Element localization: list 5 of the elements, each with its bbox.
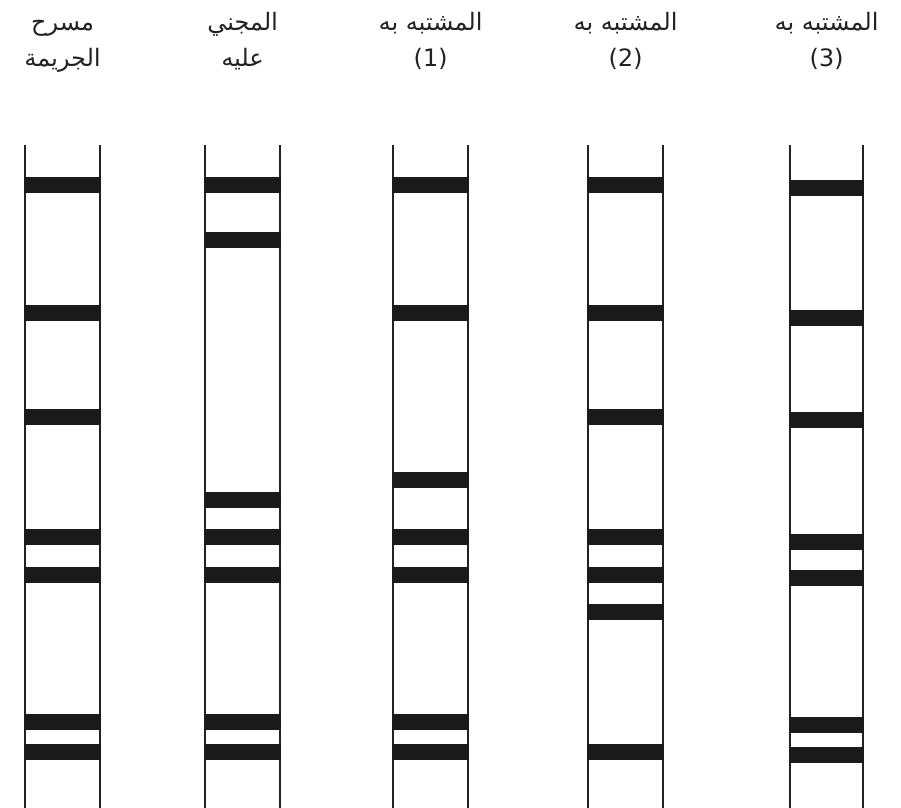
lane-label: المشتبه به (1) [378,7,484,74]
lane-label: المجني عليه [206,7,279,74]
lane-label: المشتبه به (2) [572,7,678,74]
lane-label: مسرح الجريمة [23,7,102,74]
lane-label: المشتبه به (3) [774,7,880,74]
